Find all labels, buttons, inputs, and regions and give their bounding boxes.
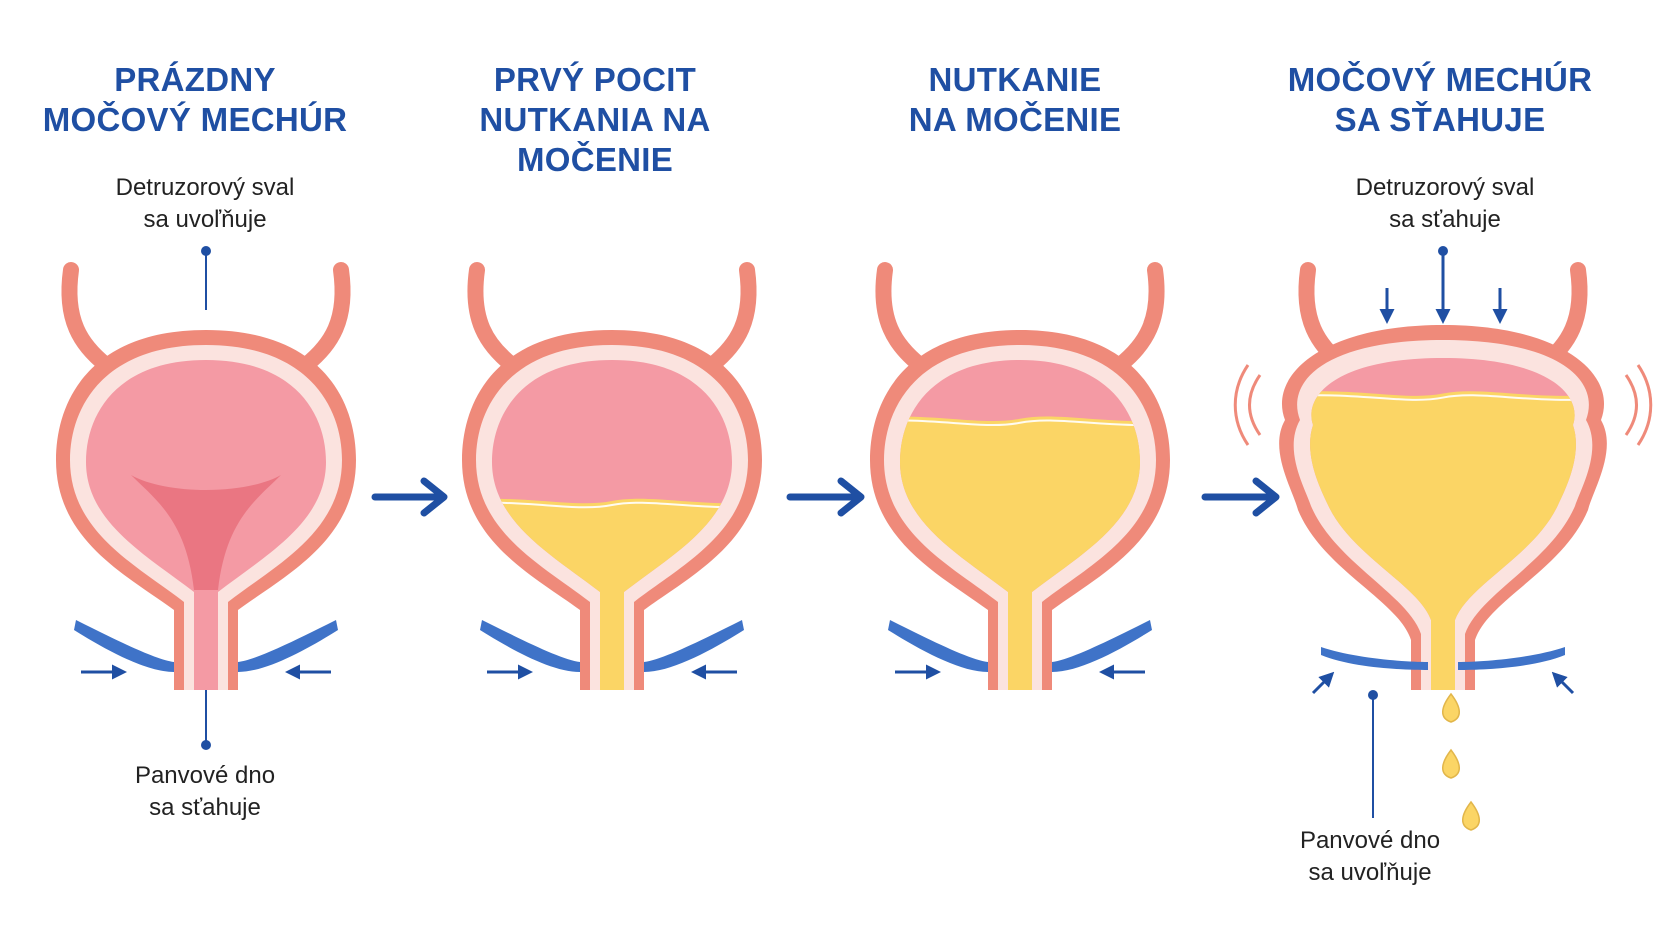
bladder-stage-2 <box>462 262 762 690</box>
ureter-left <box>467 262 520 373</box>
collapsed-bladder-fold <box>131 475 281 590</box>
stage-1-detrusor-pointer <box>201 246 211 310</box>
ureter-left <box>61 262 114 373</box>
pelvic-floor-right <box>238 620 338 672</box>
urine <box>900 416 1140 690</box>
urine-surface <box>900 419 1140 427</box>
bladder-stage-3 <box>870 262 1170 690</box>
ureter-right <box>1112 262 1165 373</box>
stage-1-detrusor-label: Detruzorový sval sa uvoľňuje <box>80 172 330 236</box>
pelvic-floor-right <box>644 620 744 672</box>
vibration-right-outer <box>1636 364 1653 446</box>
stage-3-title-line-1: NUTKANIE <box>928 61 1102 98</box>
stage-4-pelvic-floor-label-line-1: Panvové dno <box>1299 827 1441 854</box>
ureter-right <box>298 262 351 373</box>
stage-1-title: PRÁZDNY MOČOVÝ MECHÚR <box>40 60 350 140</box>
stage-arrow-2-3 <box>786 477 865 517</box>
pelvic-arrow-left <box>1311 671 1335 695</box>
pelvic-floor-right <box>1052 620 1152 672</box>
urine-drop-2 <box>1442 748 1460 779</box>
stage-2-title: PRVÝ POCIT NUTKANIA NA MOČENIE <box>400 60 790 180</box>
stage-4-pelvic-floor-label-line-2: sa uvoľňuje <box>1308 859 1432 886</box>
urine-surface <box>492 501 732 509</box>
stage-4-pelvic-floor-label: Panvové dno sa uvoľňuje <box>1255 825 1485 889</box>
stage-1-pelvic-floor-label-line-2: sa sťahuje <box>149 794 261 821</box>
stage-3-title: NUTKANIE NA MOČENIE <box>860 60 1170 140</box>
pelvic-floor-right <box>1458 647 1565 670</box>
stage-4-title-line-1: MOČOVÝ MECHÚR <box>1287 61 1593 98</box>
stage-4-detrusor-label: Detruzorový sval sa sťahuje <box>1320 172 1570 236</box>
bladder-stage-1 <box>56 262 356 690</box>
vibration-left-outer <box>1233 364 1250 446</box>
stage-1-detrusor-label-line-1: Detruzorový sval <box>115 174 295 201</box>
stage-1-detrusor-label-line-2: sa uvoľňuje <box>143 206 267 233</box>
stage-1-pelvic-floor-label-line-1: Panvové dno <box>134 762 276 789</box>
stage-4-detrusor-label-line-1: Detruzorový sval <box>1355 174 1535 201</box>
stage-3-title-line-2: NA MOČENIE <box>908 101 1122 138</box>
stage-2-title-line-2: NUTKANIA NA MOČENIE <box>479 101 711 178</box>
bladder-stage-4 <box>1233 262 1653 831</box>
pelvic-floor-left <box>74 620 174 672</box>
pelvic-arrow-right <box>1551 671 1575 695</box>
stage-4-detrusor-label-line-2: sa sťahuje <box>1389 206 1501 233</box>
stage-2-title-line-1: PRVÝ POCIT <box>493 61 697 98</box>
stage-4-detrusor-pointer <box>1435 246 1451 324</box>
stage-1-pelvic-floor-pointer <box>201 690 211 750</box>
urine-fill <box>900 416 1140 690</box>
pelvic-floor-left <box>1321 647 1428 670</box>
stage-4-title-line-2: SA SŤAHUJE <box>1334 101 1546 138</box>
urine-surface <box>1310 394 1576 401</box>
urine-drop-1 <box>1442 692 1460 723</box>
stage-1-title-line-2: MOČOVÝ MECHÚR <box>42 101 348 138</box>
stage-1-pelvic-floor-label: Panvové dno sa sťahuje <box>90 760 320 824</box>
urine-drop-3 <box>1462 800 1480 831</box>
stage-4-pelvic-floor-pointer <box>1368 690 1378 818</box>
stage-4-title: MOČOVÝ MECHÚR SA SŤAHUJE <box>1250 60 1630 140</box>
pelvic-floor-left <box>480 620 580 672</box>
pelvic-floor-left <box>888 620 988 672</box>
ureter-left <box>875 262 928 373</box>
vibration-right <box>1624 374 1638 436</box>
stage-4-contraction-arrows <box>1379 288 1508 324</box>
ureter-right <box>704 262 757 373</box>
stage-arrow-1-2 <box>371 477 448 517</box>
stage-arrow-3-4 <box>1201 477 1280 517</box>
vibration-left <box>1248 374 1262 436</box>
stage-1-title-line-1: PRÁZDNY <box>114 61 276 98</box>
